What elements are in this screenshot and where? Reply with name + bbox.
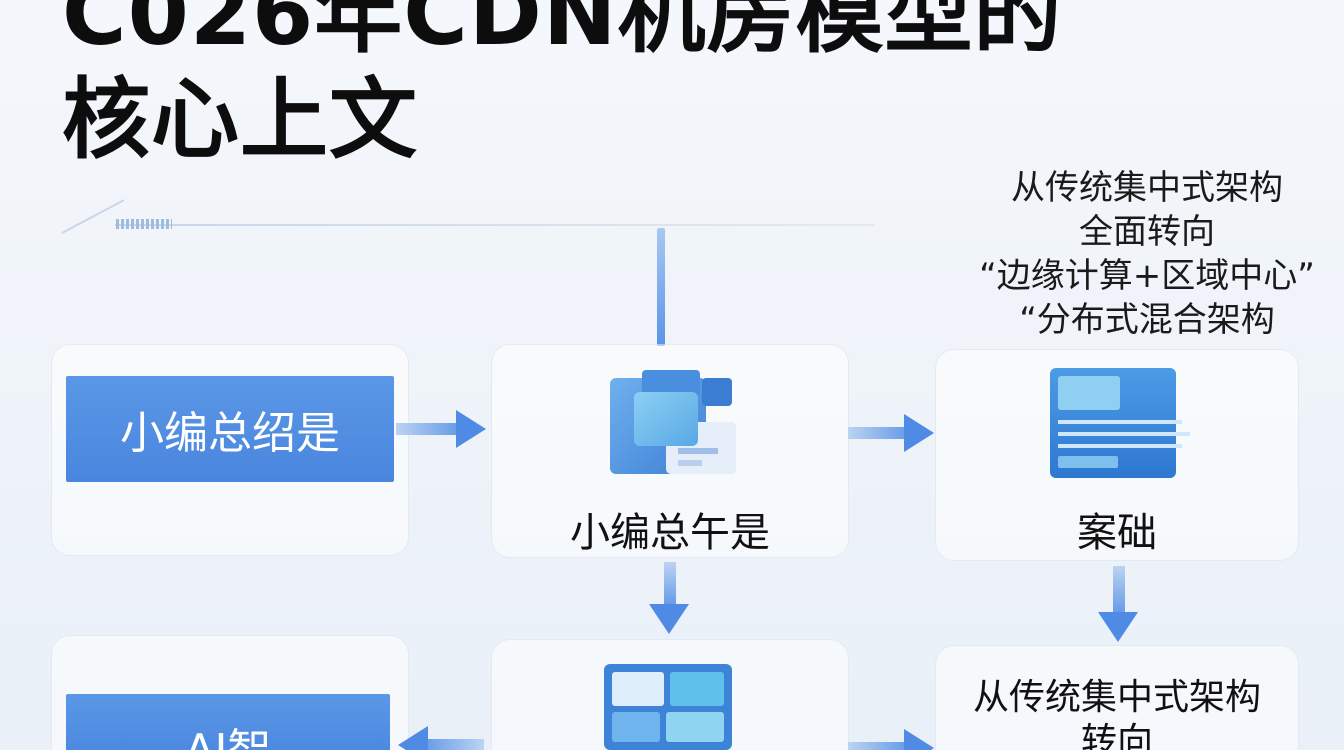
decorative-divider — [115, 224, 875, 226]
arrow-right-2 — [848, 414, 934, 452]
note-line: “边缘计算+区域中心” — [979, 256, 1315, 296]
decorative-diagonal-line — [61, 199, 125, 234]
middle-card-label: 小编总午是 — [570, 510, 770, 556]
card-bottom-right — [936, 646, 1298, 750]
page-title-line-1: C026年CDN机房模型的 — [62, 0, 1063, 65]
note-line: 从传统集中式架构 — [1011, 168, 1283, 208]
ai-box: AI智 — [66, 694, 390, 750]
bottom-right-card-label: 从传统集中式架构 转向 — [936, 676, 1298, 750]
layered-windows-icon — [610, 370, 736, 474]
decorative-ticks — [116, 219, 172, 229]
bottom-right-line-1: 从传统集中式架构 — [972, 677, 1261, 718]
arrow-down-middle — [649, 562, 689, 634]
arrow-right-3 — [848, 729, 934, 750]
architecture-note: 从传统集中式架构 全面转向 “边缘计算+区域中心” “分布式混合架构 — [962, 166, 1332, 342]
note-line: “分布式混合架构 — [1019, 300, 1275, 340]
arrow-right-1 — [396, 410, 486, 448]
arrow-left — [398, 726, 484, 750]
grid-panels-icon — [604, 664, 732, 750]
page-title-line-2: 核心上文 — [62, 68, 419, 171]
note-line: 全面转向 — [1079, 212, 1215, 252]
dashboard-panel-icon — [1050, 368, 1190, 478]
right-card-label: 案础 — [1077, 510, 1157, 556]
bottom-right-line-2: 转向 — [1080, 721, 1153, 750]
connector-top — [657, 228, 665, 346]
arrow-down-right — [1098, 566, 1138, 642]
summary-box: 小编总绍是 — [66, 376, 394, 482]
